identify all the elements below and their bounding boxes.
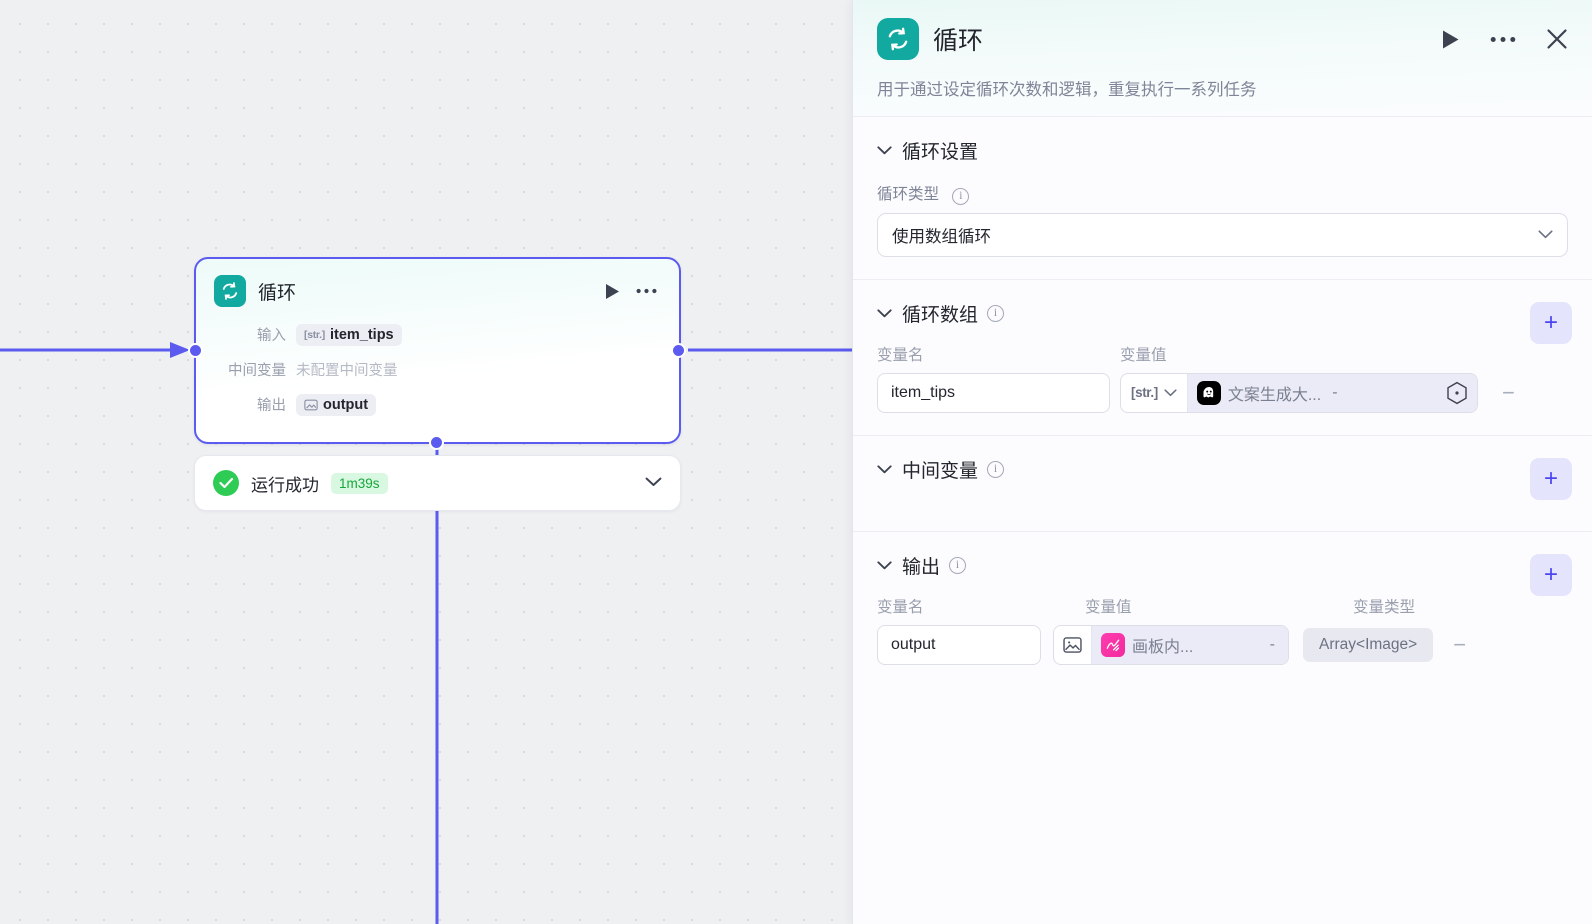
panel-header: 循环 (853, 0, 1592, 117)
output-reference-dash: - (1269, 635, 1275, 653)
intermediate-header[interactable]: 中间变量 i (877, 456, 1568, 483)
image-type-icon[interactable] (1054, 625, 1092, 664)
check-circle-icon (213, 470, 239, 496)
loop-array-title: 循环数组 (902, 304, 979, 326)
loop-type-value: 使用数组循环 (892, 227, 991, 246)
node-row-intermediate-label: 中间变量 (228, 363, 286, 379)
node-chip-output: output (296, 393, 377, 416)
loop-node-header: 循环 (196, 259, 679, 307)
ellipsis-icon[interactable] (636, 288, 657, 294)
loop-settings-header[interactable]: 循环设置 (877, 137, 1568, 164)
section-output: 输出 i + 变量名 变量值 变量类型 output (853, 532, 1592, 687)
node-status-bar[interactable]: 运行成功 1m39s (194, 455, 681, 511)
section-loop-settings: 循环设置 循环类型 i 使用数组循环 (853, 117, 1592, 280)
output-title: 输出 (902, 556, 941, 578)
info-icon[interactable]: i (949, 556, 967, 574)
loop-node-title: 循环 (258, 282, 297, 304)
panel-title: 循环 (933, 27, 984, 55)
output-value-box[interactable]: 画板内... - (1053, 624, 1289, 665)
output-row: output (877, 624, 1568, 665)
node-row-input-label: 输入 (257, 328, 286, 344)
chevron-down-icon[interactable] (877, 464, 892, 474)
node-port-input[interactable] (188, 343, 203, 358)
panel-header-actions (1441, 28, 1568, 50)
loop-detail-panel: 循环 (852, 0, 1592, 924)
hex-node-icon (1446, 381, 1468, 405)
loop-array-row: item_tips [str.] (877, 372, 1568, 413)
workflow-canvas[interactable]: 循环 输入 [str.] item_tips (0, 0, 852, 924)
output-type-badge: Array<Image> (1303, 627, 1434, 662)
output-reference-chip[interactable]: 画板内... - (1092, 625, 1288, 664)
output-name-input[interactable]: output (877, 624, 1041, 665)
column-header-variable-name: 变量名 (877, 346, 924, 364)
loop-node[interactable]: 循环 输入 [str.] item_tips (194, 257, 681, 444)
loop-icon (214, 275, 246, 307)
info-icon[interactable]: i (952, 187, 970, 205)
column-header-variable-value: 变量值 (1120, 346, 1167, 364)
close-icon[interactable] (1546, 28, 1568, 50)
node-row-output: 输出 output (196, 387, 661, 422)
add-intermediate-button[interactable]: + (1530, 457, 1572, 500)
loop-array-reference-name: 文案生成大... (1227, 386, 1322, 404)
node-port-output[interactable] (671, 343, 686, 358)
node-row-output-label: 输出 (257, 398, 286, 414)
play-icon[interactable] (1441, 29, 1460, 50)
chevron-down-icon[interactable] (877, 308, 892, 318)
node-row-intermediate: 中间变量 未配置中间变量 (196, 352, 661, 387)
chevron-down-icon[interactable] (877, 560, 892, 570)
loop-array-columns: 变量名 变量值 (877, 343, 1568, 365)
ghost-avatar-icon (1196, 380, 1221, 405)
node-chip-input: [str.] item_tips (296, 323, 402, 346)
section-intermediate-variables: 中间变量 i + (853, 436, 1592, 532)
loop-settings-title: 循环设置 (902, 142, 979, 163)
output-reference-name: 画板内... (1132, 638, 1194, 656)
intermediate-title: 中间变量 (902, 460, 979, 482)
info-icon[interactable]: i (987, 304, 1005, 322)
panel-header-top: 循环 (877, 18, 1568, 60)
loop-type-label-row: 循环类型 i (877, 182, 1568, 205)
loop-type-label: 循环类型 (877, 186, 940, 203)
add-loop-array-button[interactable]: + (1530, 301, 1572, 344)
chevron-down-icon (1538, 226, 1553, 244)
column-header-variable-value: 变量值 (1085, 598, 1132, 616)
output-header[interactable]: 输出 i (877, 552, 1568, 579)
loop-array-type-select[interactable]: [str.] (1121, 373, 1188, 412)
node-chip-input-label: item_tips (329, 326, 394, 343)
status-duration-badge: 1m39s (331, 472, 388, 494)
output-columns: 变量名 变量值 变量类型 (877, 595, 1568, 617)
node-row-input: 输入 [str.] item_tips (196, 317, 661, 352)
str-type-tag-icon: [str.] (1131, 385, 1158, 400)
node-port-bottom[interactable] (429, 435, 444, 450)
play-icon[interactable] (605, 283, 620, 300)
column-header-variable-type: 变量类型 (1353, 598, 1416, 616)
loop-array-header[interactable]: 循环数组 i (877, 300, 1568, 327)
loop-node-actions (605, 283, 661, 300)
panel-description: 用于通过设定循环次数和逻辑，重复执行一系列任务 (877, 81, 1257, 99)
remove-loop-array-row-button[interactable]: − (1502, 379, 1515, 405)
chevron-down-icon[interactable] (877, 146, 892, 155)
loop-icon (877, 18, 919, 60)
status-label: 运行成功 (251, 475, 319, 495)
str-type-tag-icon: [str.] (304, 328, 325, 341)
column-header-variable-name: 变量名 (877, 598, 924, 616)
canvas-node-icon (1101, 632, 1125, 657)
loop-array-reference-dash: - (1332, 383, 1338, 401)
info-icon[interactable]: i (987, 460, 1005, 478)
chevron-down-icon (1164, 388, 1177, 396)
ellipsis-icon[interactable] (1490, 36, 1516, 43)
node-chip-output-label: output (323, 396, 369, 413)
loop-array-value-box[interactable]: [str.] 文案生成大... - (1120, 372, 1478, 413)
edge-layer (0, 342, 852, 924)
loop-array-reference-chip[interactable]: 文案生成大... - (1187, 373, 1477, 412)
loop-type-select[interactable]: 使用数组循环 (877, 212, 1568, 257)
add-output-button[interactable]: + (1530, 553, 1572, 596)
remove-output-row-button[interactable]: − (1453, 631, 1467, 657)
chevron-down-icon[interactable] (645, 474, 662, 492)
loop-array-name-input[interactable]: item_tips (877, 372, 1110, 413)
loop-node-rows: 输入 [str.] item_tips 中间变量 未配置中间变量 输出 (196, 307, 679, 422)
section-loop-array: 循环数组 i + 变量名 变量值 item_tips [str.] (853, 280, 1592, 436)
node-row-intermediate-empty: 未配置中间变量 (296, 363, 398, 379)
image-type-tag-icon (304, 399, 318, 411)
